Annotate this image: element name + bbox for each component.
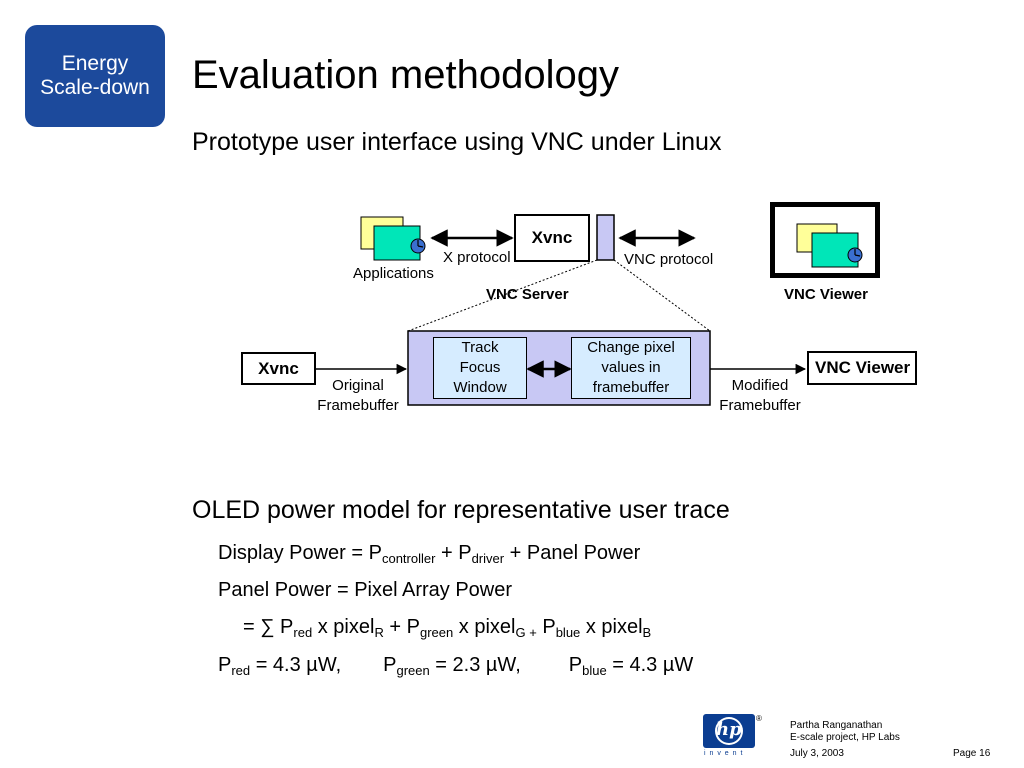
eq4-sub-green: green	[396, 663, 430, 678]
modified-fb-line-2: Framebuffer	[719, 397, 801, 414]
eq3-part-f: x pixel	[580, 616, 643, 638]
applications-label: Applications	[353, 265, 434, 282]
section2-heading: OLED power model for representative user…	[192, 496, 730, 524]
eq3-sub-red: red	[293, 625, 313, 640]
applications-window-icon	[360, 216, 426, 261]
eq1-sub-driver: driver	[471, 551, 505, 566]
vnc-protocol-label: VNC protocol	[624, 251, 714, 268]
footer-author: Partha Ranganathan	[790, 720, 883, 731]
eq3-part-b: x pixel	[312, 616, 375, 638]
vnc-viewer-monitor-icon	[770, 202, 880, 278]
xvnc-left-label: Xvnc	[258, 358, 299, 378]
eq3-sub-green: green	[419, 625, 454, 640]
eq4-sub-blue: blue	[582, 663, 607, 678]
equation-pixel-array-sum: = ∑ Pred x pixelR + Pgreen x pixelG + Pb…	[243, 616, 651, 639]
eq3-part-a: = ∑ P	[243, 616, 294, 638]
change-line-1: Change pixel	[587, 339, 675, 356]
x-protocol-label: X protocol	[443, 249, 511, 266]
original-framebuffer-label: Original Framebuffer	[306, 376, 410, 416]
xvnc-left-box: Xvnc	[241, 352, 316, 385]
eq4-green-value: = 2.3 µW,	[429, 654, 521, 676]
vnc-viewer-right-label: VNC Viewer	[815, 358, 911, 377]
eq3-part-d: x pixel	[453, 616, 516, 638]
eq1-part-a: Display Power = P	[218, 542, 382, 564]
eq3-part-c: + P	[383, 616, 420, 638]
section1-heading: Prototype user interface using VNC under…	[192, 128, 722, 156]
vnc-viewer-right-box: VNC Viewer	[807, 351, 917, 385]
slide-title: Evaluation methodology	[192, 53, 619, 97]
vnc-viewer-top-label: VNC Viewer	[784, 286, 868, 303]
equation-panel-power: Panel Power = Pixel Array Power	[218, 579, 513, 601]
eq1-sub-controller: controller	[381, 551, 436, 566]
footer-project: E-scale project, HP Labs	[790, 732, 900, 743]
change-pixel-values-box: Change pixel values in framebuffer	[571, 337, 691, 399]
badge-line-2: Scale-down	[40, 76, 150, 99]
original-fb-line-1: Original	[332, 377, 384, 394]
eq3-sub-b: B	[642, 625, 652, 640]
eq4-p-red: P	[218, 654, 232, 676]
eq4-red-value: = 4.3 µW,	[250, 654, 342, 676]
modified-framebuffer-label: Modified Framebuffer	[708, 376, 812, 416]
eq3-part-e: P	[536, 616, 556, 638]
section-badge: Energy Scale-down	[25, 25, 165, 127]
change-line-3: framebuffer	[592, 379, 670, 396]
hp-logo-text: hp	[716, 719, 742, 740]
original-fb-line-2: Framebuffer	[317, 397, 399, 414]
eq3-sub-r: R	[374, 625, 384, 640]
footer-date: July 3, 2003	[790, 748, 844, 759]
footer-page-number: Page 16	[953, 748, 991, 759]
eq4-p-green: P	[383, 654, 397, 676]
equation-display-power: Display Power = Pcontroller + Pdriver + …	[218, 542, 640, 565]
eq1-part-b: + P	[435, 542, 472, 564]
eq1-part-c: + Panel Power	[504, 542, 641, 564]
hp-logo-graphic	[703, 714, 755, 748]
track-line-3: Window	[453, 379, 507, 396]
eq4-sub-red: red	[231, 663, 251, 678]
track-line-1: Track	[461, 339, 499, 356]
invent-text: i n v e n t	[704, 750, 744, 757]
registered-mark: ®	[756, 714, 762, 723]
vnc-module-box	[596, 214, 615, 261]
track-focus-window-box: Track Focus Window	[433, 337, 527, 399]
eq3-sub-g: G +	[515, 625, 537, 640]
xvnc-top-box: Xvnc	[514, 214, 590, 262]
modified-fb-line-1: Modified	[731, 377, 789, 394]
eq4-blue-value: = 4.3 µW	[606, 654, 694, 676]
eq3-sub-blue: blue	[555, 625, 581, 640]
xvnc-top-label: Xvnc	[531, 228, 573, 247]
change-line-2: values in	[601, 359, 661, 376]
track-line-2: Focus	[459, 359, 501, 376]
hp-logo: hp i n v e n t	[702, 713, 758, 757]
zoom-line-right	[613, 259, 711, 332]
eq4-p-blue: P	[568, 654, 583, 676]
vnc-server-label: VNC Server	[486, 286, 569, 303]
badge-line-1: Energy	[61, 52, 129, 75]
zoom-line-left	[407, 259, 598, 332]
equation-power-values: Pred = 4.3 µW, Pgreen = 2.3 µW, Pblue = 4.…	[218, 654, 693, 677]
